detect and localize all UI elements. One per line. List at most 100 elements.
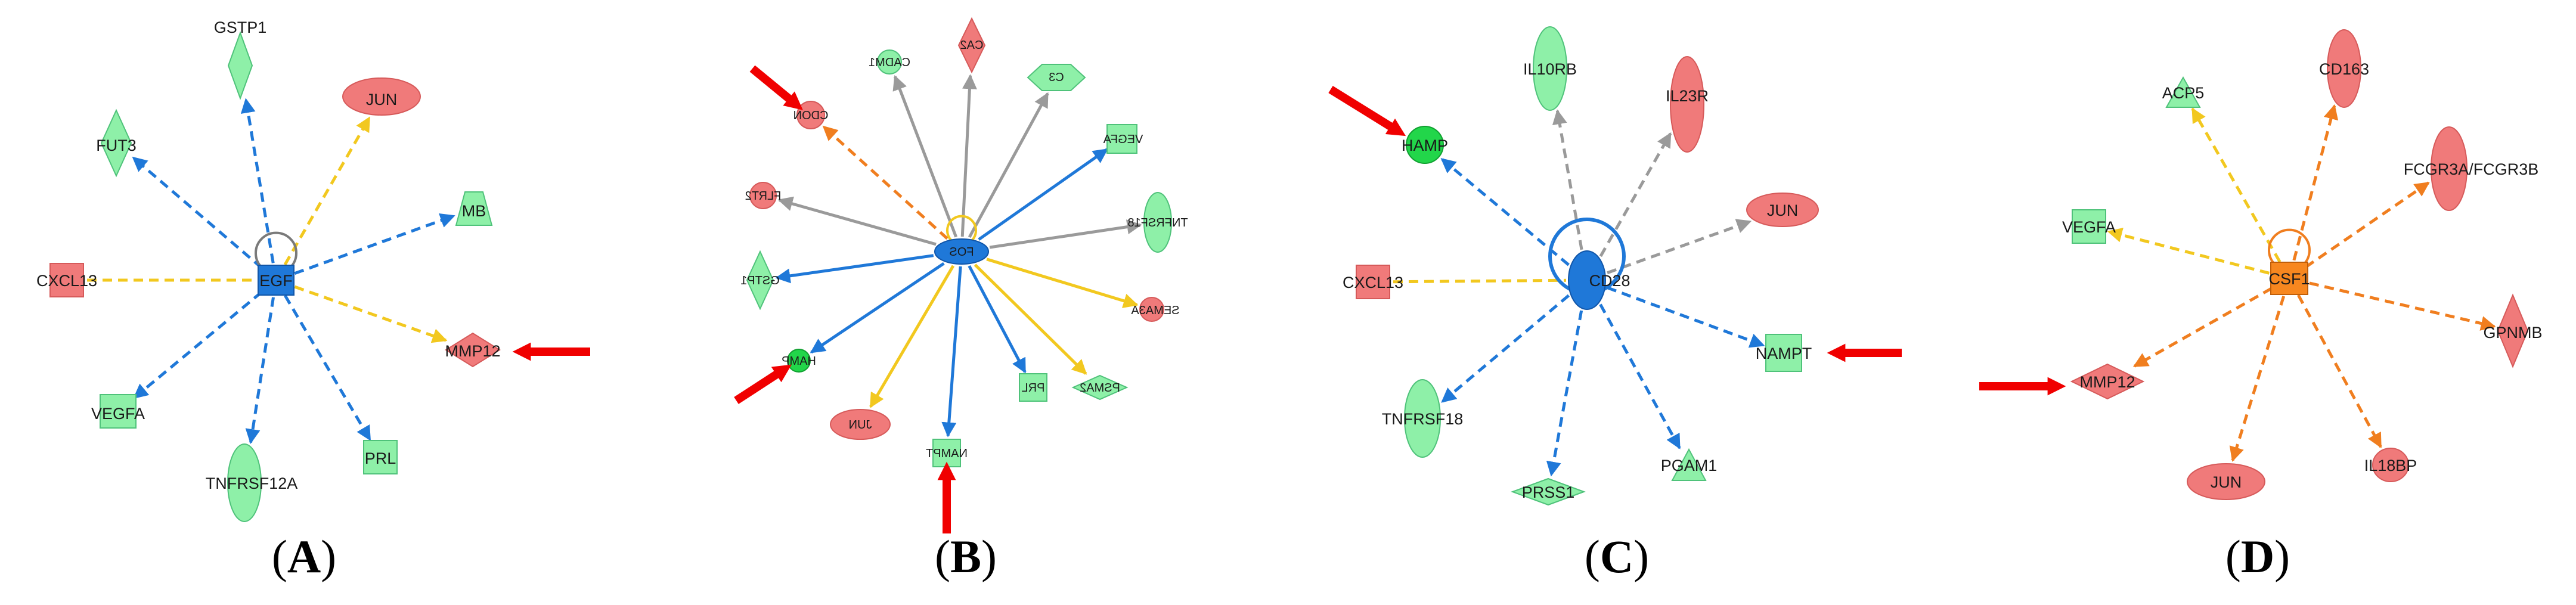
hub-label: EGF bbox=[259, 272, 293, 290]
node-label: TNFRSF12A bbox=[206, 474, 298, 492]
node-d-jun bbox=[2187, 463, 2265, 500]
node-b-tnfrsf18 bbox=[1143, 192, 1172, 253]
edge-d-cd163 bbox=[2292, 104, 2339, 261]
edge-d-gpnmb bbox=[2309, 281, 2496, 331]
node-label: NAMPT bbox=[1756, 345, 1812, 362]
highlight-arrow-hamp-c bbox=[1328, 86, 1406, 136]
node-label: CDON bbox=[793, 109, 829, 122]
node-c-pgam1 bbox=[1671, 448, 1707, 481]
node-b-c3 bbox=[1027, 64, 1086, 91]
node-label: JUN bbox=[366, 91, 398, 108]
node-label: CXCL13 bbox=[36, 272, 97, 290]
node-d-il18bp bbox=[2372, 448, 2409, 482]
node-label: NAMPT bbox=[926, 447, 968, 460]
node-d-acp5 bbox=[2165, 76, 2201, 108]
edge-d-vegfa bbox=[2107, 228, 2270, 275]
node-d-fcgr3a-fcgr3b bbox=[2431, 126, 2467, 211]
node-label: MB bbox=[462, 202, 486, 220]
node-b-psma2 bbox=[1071, 374, 1129, 401]
hub-label: FOS bbox=[949, 246, 974, 259]
node-b-ca2 bbox=[957, 17, 986, 74]
node-label: JUN bbox=[849, 418, 872, 432]
node-d-gpnmb bbox=[2497, 293, 2529, 368]
node-label: VEGFA bbox=[1103, 133, 1143, 146]
edge-b-nampt bbox=[941, 266, 962, 438]
edge-d-il18bp bbox=[2296, 294, 2382, 448]
node-b-prl bbox=[1019, 373, 1047, 402]
edge-a-mb bbox=[294, 213, 455, 275]
hub-node-d bbox=[2270, 262, 2308, 295]
edge-a-jun bbox=[283, 116, 371, 266]
node-label: IL18BP bbox=[2364, 457, 2417, 474]
edge-b-prl bbox=[968, 265, 1027, 374]
panel-caption: (B) bbox=[935, 530, 997, 582]
edge-c-tnfrsf18 bbox=[1441, 294, 1570, 404]
node-d-mmp12 bbox=[2070, 363, 2145, 400]
node-a-prl bbox=[363, 440, 398, 474]
panel-b: CADM1CA2C3CDONVEGFAFLRT2TNFRSF18GSTP1SEM… bbox=[740, 17, 1188, 582]
edge-a-tnfrsf12a bbox=[245, 297, 275, 444]
edge-c-il23r bbox=[1599, 132, 1672, 257]
node-label: PGAM1 bbox=[1661, 457, 1718, 474]
node-a-jun bbox=[342, 77, 421, 116]
panel-caption: (C) bbox=[1585, 530, 1649, 582]
hub-node-c bbox=[1568, 250, 1606, 310]
edge-c-nampt bbox=[1607, 286, 1765, 348]
node-label: CXCL13 bbox=[1343, 274, 1403, 291]
node-c-il23r bbox=[1670, 56, 1704, 153]
edge-c-prss1 bbox=[1546, 310, 1583, 477]
node-c-hamp bbox=[1406, 126, 1444, 164]
node-b-cadm1 bbox=[877, 49, 902, 75]
edge-b-hamp bbox=[810, 262, 945, 354]
edge-b-c3 bbox=[968, 92, 1049, 238]
node-a-vegfa bbox=[100, 394, 137, 429]
node-d-cd163 bbox=[2327, 29, 2361, 108]
node-label: PSMA2 bbox=[1080, 381, 1120, 395]
node-label: MMP12 bbox=[445, 342, 500, 360]
edge-b-flrt2 bbox=[777, 196, 937, 246]
edge-b-psma2 bbox=[974, 263, 1087, 375]
node-label: FLRT2 bbox=[745, 190, 782, 203]
node-label: HAMP bbox=[1402, 136, 1448, 154]
node-a-fut3 bbox=[100, 108, 132, 178]
node-label: IL23R bbox=[1666, 87, 1709, 105]
edge-b-sema3a bbox=[986, 257, 1139, 308]
hub-label: CSF1 bbox=[2268, 270, 2310, 288]
node-c-nampt bbox=[1765, 334, 1802, 372]
node-c-cxcl13 bbox=[1356, 265, 1390, 299]
node-b-hamp bbox=[787, 349, 811, 373]
node-label: VEGFA bbox=[91, 405, 145, 423]
edge-d-mmp12 bbox=[2132, 287, 2273, 368]
hub-node-b bbox=[934, 238, 989, 265]
node-b-jun bbox=[830, 409, 891, 440]
edge-a-fut3 bbox=[132, 156, 263, 269]
hub-label: CD28 bbox=[1589, 272, 1630, 290]
node-label: ACP5 bbox=[2162, 84, 2205, 102]
edge-b-tnfrsf18 bbox=[989, 219, 1142, 249]
node-d-vegfa bbox=[2072, 209, 2106, 244]
node-label: TNFRSF18 bbox=[1127, 216, 1188, 229]
node-b-flrt2 bbox=[749, 182, 777, 209]
node-a-mb bbox=[455, 191, 493, 226]
node-label: PRSS1 bbox=[1522, 483, 1575, 501]
node-label: IL10RB bbox=[1523, 60, 1577, 78]
node-label: FUT3 bbox=[96, 136, 137, 154]
node-label: TNFRSF18 bbox=[1382, 410, 1464, 428]
edge-c-hamp bbox=[1440, 157, 1570, 266]
edge-b-jun bbox=[869, 265, 955, 408]
node-label: HAMP bbox=[782, 355, 816, 368]
node-a-cxcl13 bbox=[49, 263, 84, 297]
edge-d-fcgr3a-fcgr3b bbox=[2305, 181, 2430, 269]
edge-c-cxcl13 bbox=[1393, 278, 1567, 284]
node-c-tnfrsf18 bbox=[1404, 379, 1441, 458]
node-label: VEGFA bbox=[2062, 218, 2116, 236]
node-a-mmp12 bbox=[445, 332, 501, 368]
edge-a-vegfa bbox=[133, 291, 263, 399]
panel-d: ACP5CD163VEGFAFCGR3A/FCGR3BGPNMBMMP12JUN… bbox=[2062, 29, 2543, 582]
node-label: CA2 bbox=[960, 39, 984, 52]
edge-b-gstp1 bbox=[775, 254, 934, 284]
node-a-tnfrsf12a bbox=[227, 443, 262, 522]
node-label: CADM1 bbox=[869, 56, 910, 69]
node-c-jun bbox=[1746, 193, 1819, 227]
node-label: CD163 bbox=[2319, 60, 2369, 78]
